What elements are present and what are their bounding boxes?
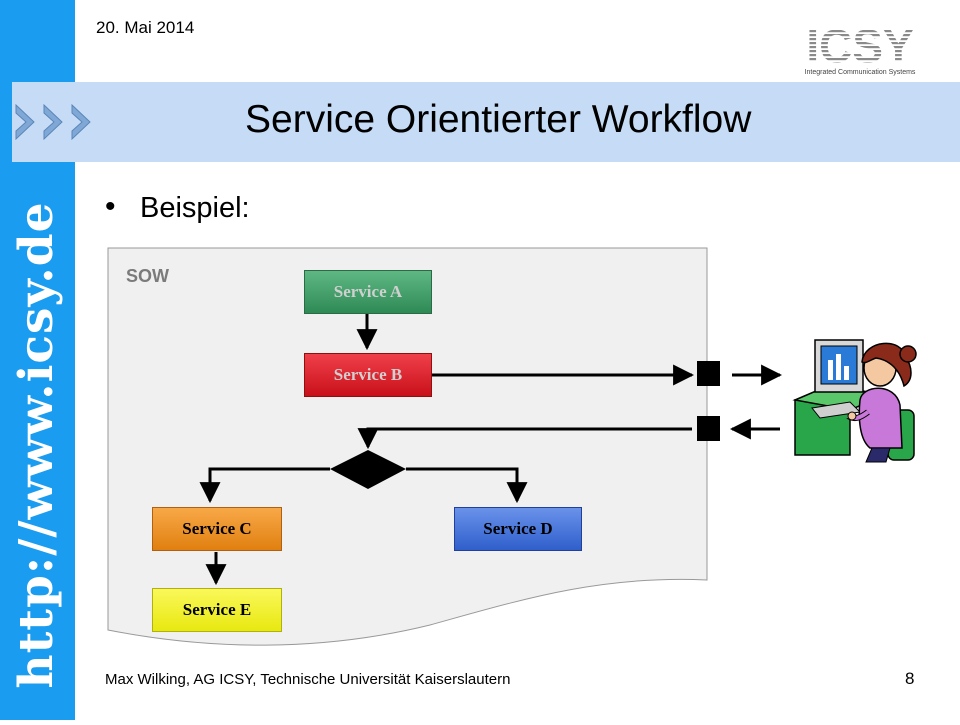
service-c-label: Service C bbox=[182, 519, 252, 538]
service-a-box: Service A bbox=[304, 270, 432, 314]
logo-text: ICSY bbox=[806, 22, 913, 72]
arrow-to-d bbox=[406, 467, 528, 504]
output-port bbox=[697, 361, 720, 386]
sow-label: SOW bbox=[126, 266, 169, 286]
user-computer-icon bbox=[792, 339, 917, 463]
title-bar bbox=[12, 82, 960, 162]
service-a-label: Service A bbox=[333, 282, 403, 301]
logo-subtitle: Integrated Communication Systems bbox=[805, 69, 916, 76]
decision-node bbox=[330, 450, 406, 489]
input-port bbox=[697, 416, 720, 441]
service-c-box: Service C bbox=[152, 507, 282, 551]
page-number: 8 bbox=[905, 669, 915, 688]
slide-title: Service Orientierter Workflow bbox=[245, 98, 752, 141]
service-b-label: Service B bbox=[333, 365, 403, 384]
service-d-label: Service D bbox=[483, 519, 553, 538]
icsy-logo: ICSY Integrated Communication Systems bbox=[805, 22, 916, 76]
service-b-box: Service B bbox=[304, 353, 432, 397]
bullet-text: Beispiel: bbox=[140, 192, 250, 224]
service-e-label: Service E bbox=[182, 600, 252, 619]
service-e-box: Service E bbox=[152, 588, 282, 632]
service-d-box: Service D bbox=[454, 507, 582, 551]
slide-date: 20. Mai 2014 bbox=[96, 18, 195, 37]
bullet-marker: • bbox=[105, 190, 116, 223]
arrow-to-c bbox=[199, 467, 330, 504]
chevron-right-icon bbox=[15, 103, 91, 141]
footer-author: Max Wilking, AG ICSY, Technische Univers… bbox=[105, 671, 511, 688]
arrow-to-decision bbox=[357, 427, 692, 450]
